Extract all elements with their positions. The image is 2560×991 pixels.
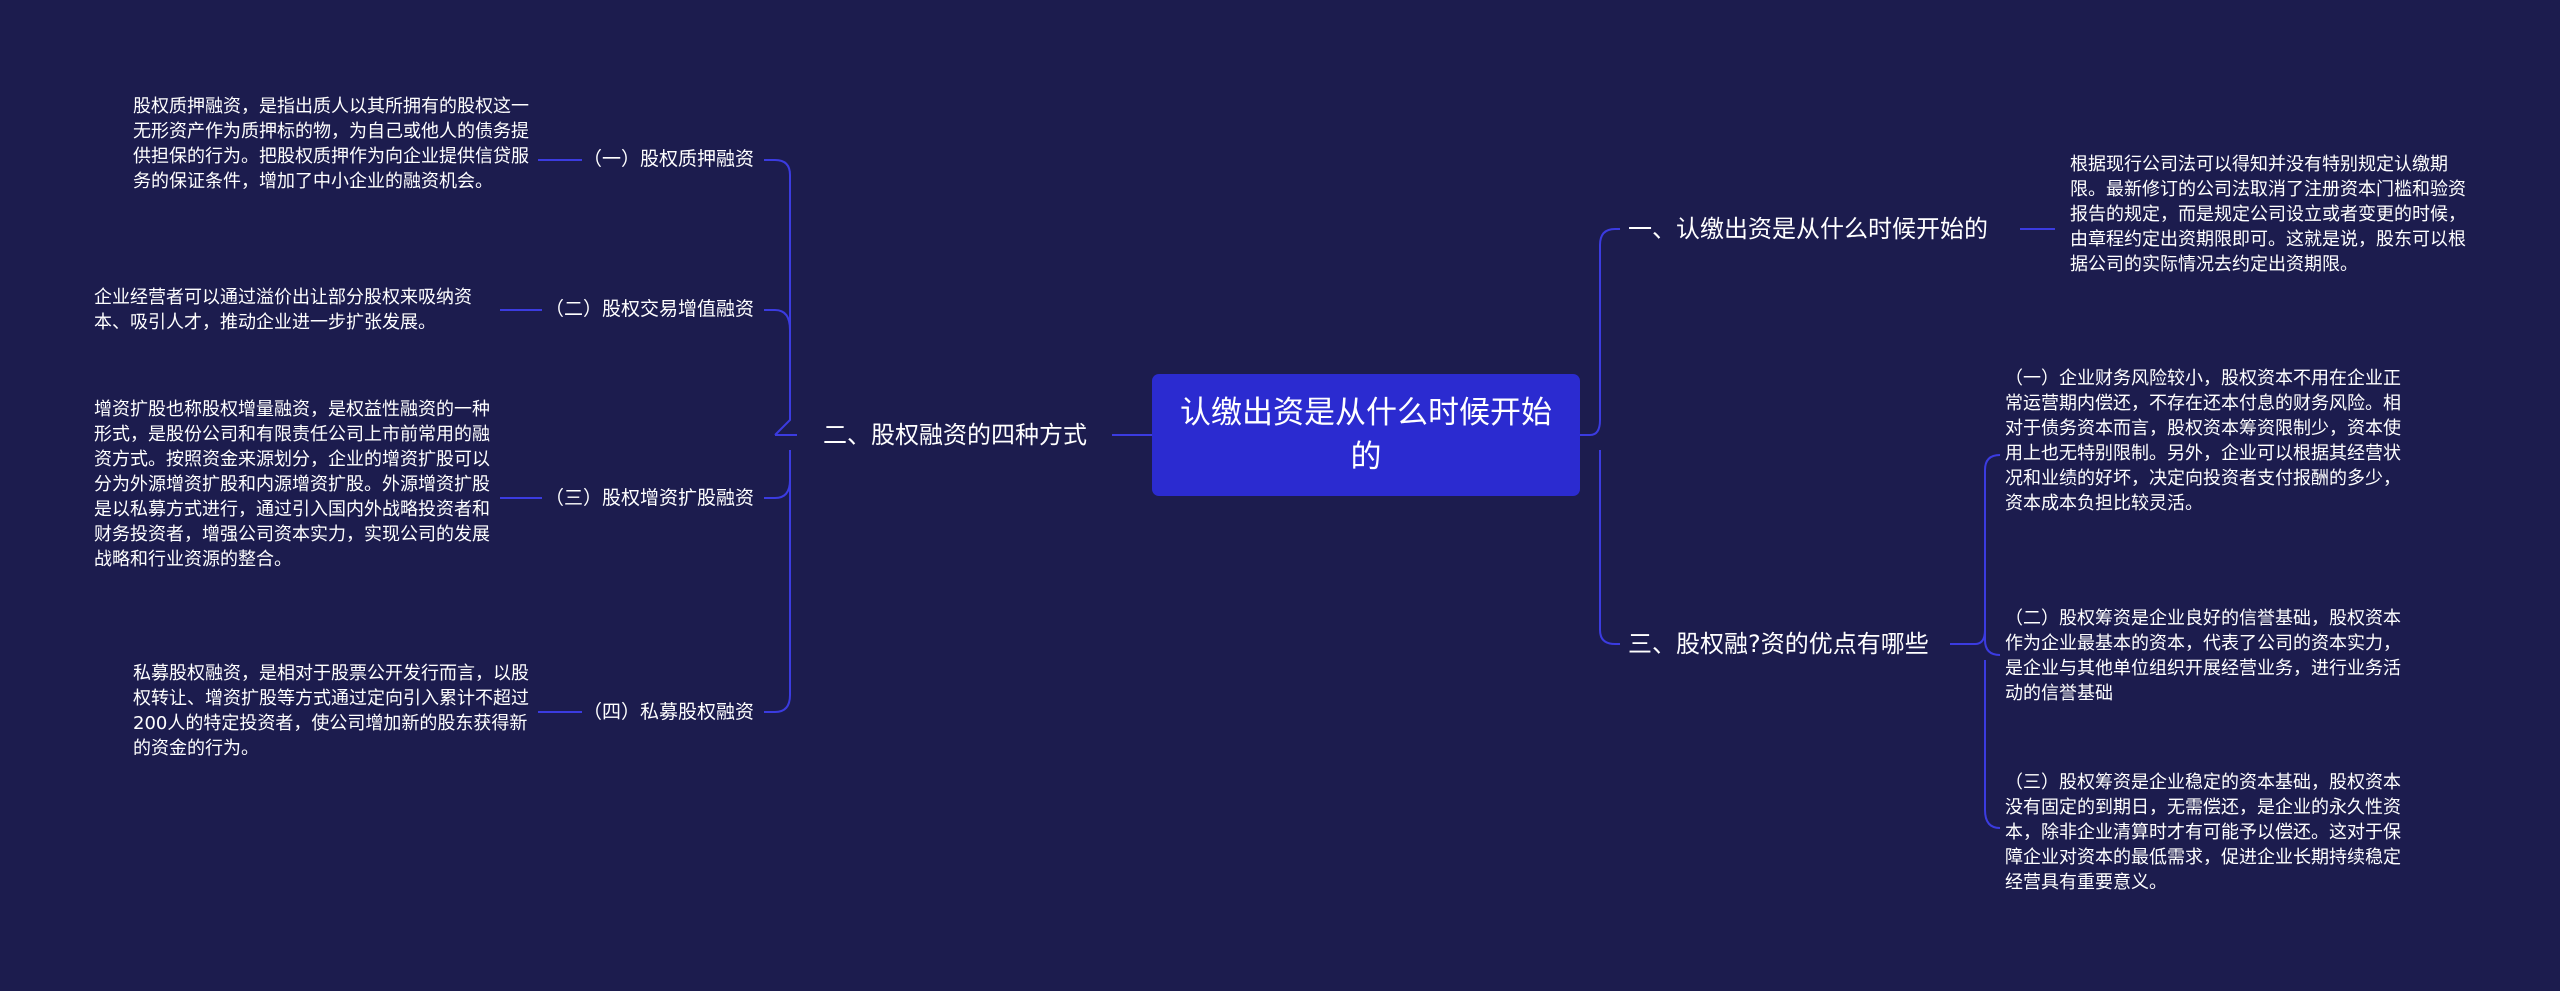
leaf-equity-transaction-desc: 企业经营者可以通过溢价出让部分股权来吸纳资本、吸引人才，推动企业进一步扩张发展。 xyxy=(94,287,472,333)
sub-item-capital-increase[interactable]: （三）股权增资扩股融资 xyxy=(545,487,755,509)
branch-when-subscribed-capital-starts[interactable]: 一、认缴出资是从什么时候开始的 xyxy=(1628,212,1988,246)
sub-item-equity-transaction[interactable]: （二）股权交易增值融资 xyxy=(545,298,755,320)
sub-item-private-equity[interactable]: （四）私募股权融资 xyxy=(583,701,755,723)
branch-four-equity-financing-methods[interactable]: 二、股权融资的四种方式 xyxy=(823,418,1087,452)
leaf-private-equity-desc: 私募股权融资，是相对于股票公开发行而言，以股权转让、增资扩股等方式通过定向引入累… xyxy=(133,663,529,759)
leaf-advantage-1: （一）企业财务风险较小，股权资本不用在企业正常运营期内偿还，不存在还本付息的财务… xyxy=(2005,368,2401,514)
leaf-subscription-period-desc: 根据现行公司法可以得知并没有特别规定认缴期限。最新修订的公司法取消了注册资本门槛… xyxy=(2070,154,2466,275)
branch-label: 一、认缴出资是从什么时候开始的 xyxy=(1628,215,1988,243)
leaf-advantage-3: （三）股权筹资是企业稳定的资本基础，股权资本没有固定的到期日，无需偿还，是企业的… xyxy=(2005,772,2401,893)
leaf-equity-pledge-desc: 股权质押融资，是指出质人以其所拥有的股权这一无形资产作为质押标的物，为自己或他人… xyxy=(133,96,529,192)
branch-label: 二、股权融资的四种方式 xyxy=(823,421,1087,449)
leaf-advantage-2: （二）股权筹资是企业良好的信誉基础，股权资本作为企业最基本的资本，代表了公司的资… xyxy=(2005,608,2401,704)
root-title: 认缴出资是从什么时候开始的 xyxy=(1180,395,1552,475)
connector-left-trunk xyxy=(764,159,791,713)
branch-equity-financing-advantages[interactable]: 三、股权融?资的优点有哪些 xyxy=(1628,627,1929,661)
connector-right-trunk xyxy=(1950,454,2001,829)
root-node[interactable]: 认缴出资是从什么时候开始的 xyxy=(1152,374,1580,496)
branch-label: 三、股权融?资的优点有哪些 xyxy=(1628,630,1929,658)
connector-root-right xyxy=(1580,228,1620,645)
leaf-capital-increase-desc: 增资扩股也称股权增量融资，是权益性融资的一种形式，是股份公司和有限责任公司上市前… xyxy=(94,399,490,570)
sub-item-equity-pledge[interactable]: （一）股权质押融资 xyxy=(583,148,755,170)
